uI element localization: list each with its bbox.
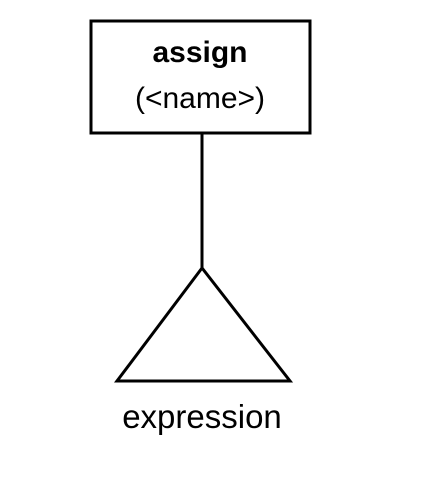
subtree-triangle — [113, 265, 294, 383]
assign-node-box — [89, 19, 312, 135]
subtree-label: expression — [122, 398, 282, 435]
assign-node-parameter: (<name>) — [135, 82, 265, 115]
assign-node-title: assign — [152, 36, 247, 69]
